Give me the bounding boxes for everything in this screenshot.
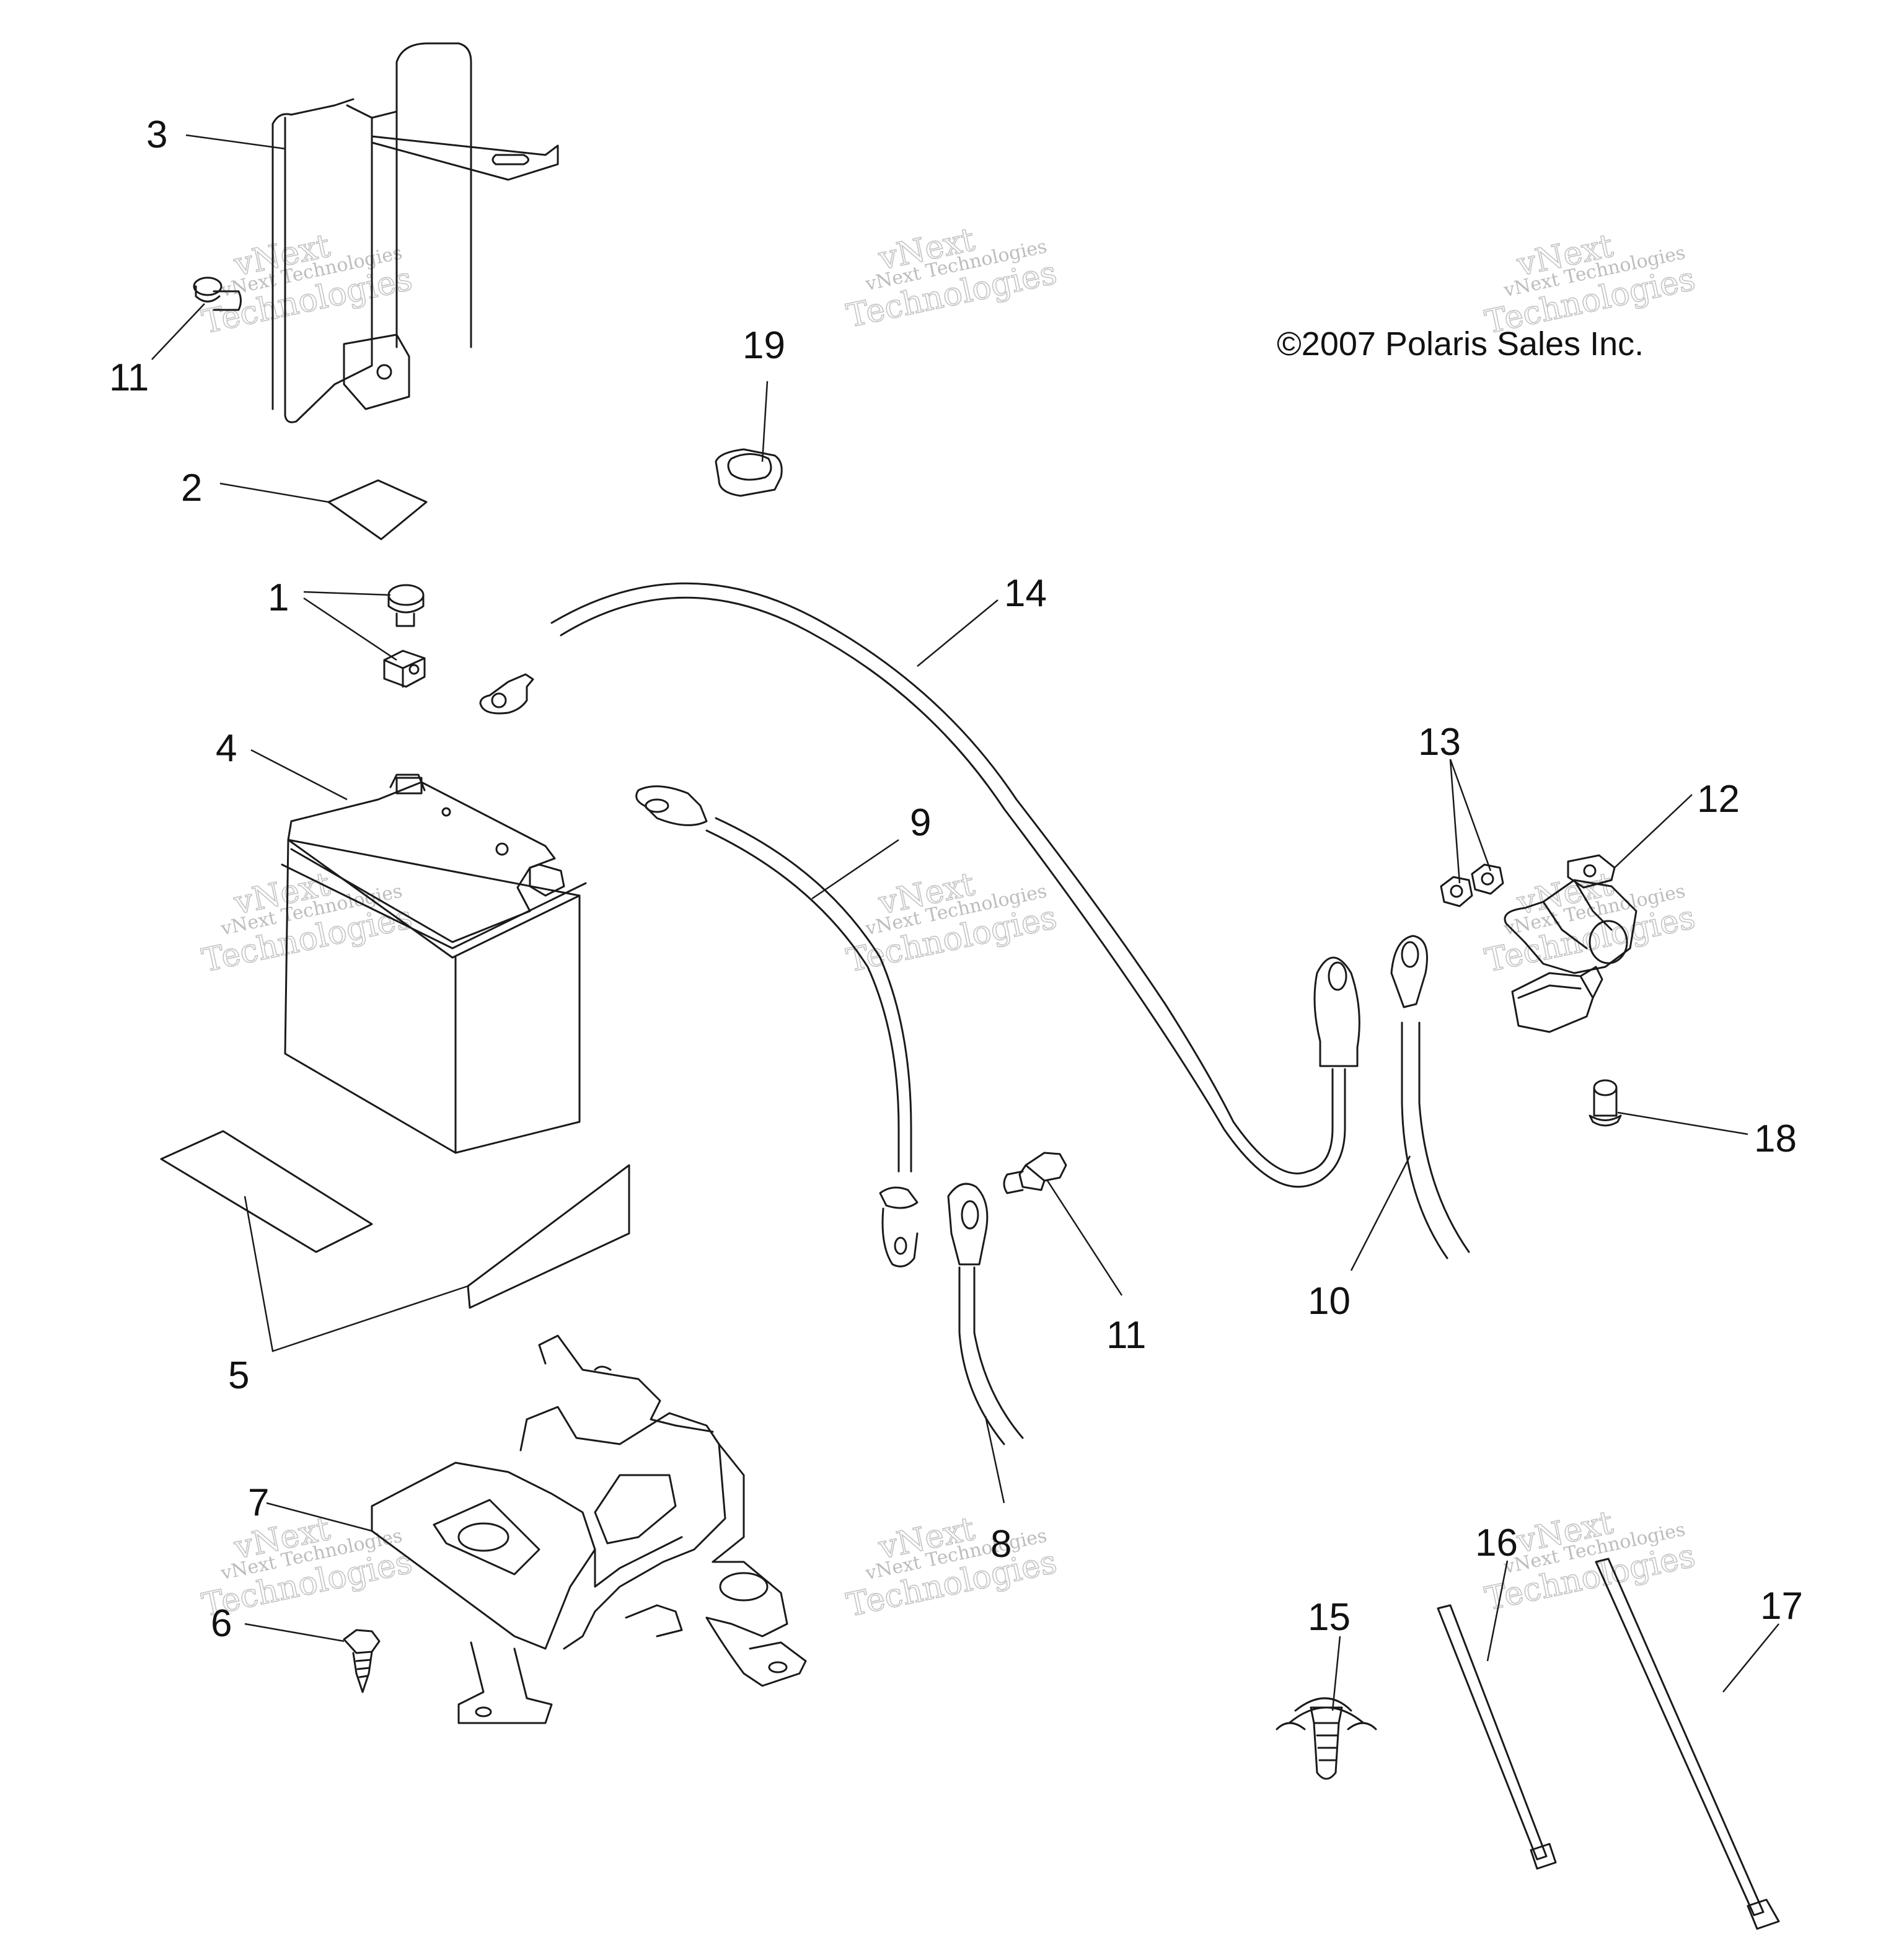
part-cable-9 <box>635 785 919 1267</box>
callout-15: 15 <box>1308 1596 1351 1639</box>
part-labels <box>160 1130 630 1309</box>
callout-11-lower: 11 <box>1106 1314 1146 1357</box>
callout-14: 14 <box>1004 572 1047 615</box>
part-terminal-cap <box>715 448 783 497</box>
callout-7: 7 <box>248 1481 269 1524</box>
callout-9: 9 <box>910 801 931 844</box>
part-cable-tie-long <box>1595 1558 1780 1930</box>
callout-6: 6 <box>211 1602 232 1645</box>
callout-labels: 1 2 3 4 5 6 7 8 9 10 11 11 12 13 14 15 1… <box>109 113 1803 1645</box>
callout-19: 19 <box>743 324 785 367</box>
part-pad <box>327 479 428 540</box>
callout-4: 4 <box>216 727 237 770</box>
part-solenoid <box>1504 854 1637 1033</box>
part-clip <box>1276 1697 1377 1780</box>
copyright-notice: ©2007 Polaris Sales Inc. <box>1277 325 1644 363</box>
watermark-group: vNext vNext Technologies Technologies vN… <box>198 221 1699 1625</box>
leader-lines <box>151 134 1779 1711</box>
callout-13: 13 <box>1418 721 1461 764</box>
callout-3: 3 <box>146 113 167 156</box>
part-bolt-upper <box>193 276 242 311</box>
watermark: vNext vNext Technologies Technologies <box>843 1510 1060 1625</box>
part-cable-tie-short <box>1437 1604 1557 1870</box>
callout-1: 1 <box>268 576 289 619</box>
callout-10: 10 <box>1308 1280 1351 1323</box>
callout-2: 2 <box>181 467 202 509</box>
part-long-cable <box>479 582 1360 1188</box>
callout-8: 8 <box>990 1523 1011 1566</box>
part-screw <box>343 1629 381 1693</box>
part-bolt-middle <box>1003 1152 1067 1194</box>
callout-5: 5 <box>228 1354 249 1397</box>
part-screw-small <box>1589 1079 1622 1127</box>
callout-11-upper: 11 <box>109 356 149 399</box>
part-cable-10 <box>1390 935 1470 1259</box>
part-terminal-bolt-nut <box>383 584 426 688</box>
part-battery-tray <box>371 1334 807 1724</box>
watermark: vNext vNext Technologies Technologies <box>843 865 1060 981</box>
part-cable-8 <box>947 1183 1024 1445</box>
callout-18: 18 <box>1754 1117 1797 1160</box>
part-nuts <box>1440 863 1504 907</box>
callout-16: 16 <box>1475 1522 1518 1564</box>
watermark: vNext vNext Technologies Technologies <box>198 865 416 981</box>
watermark: vNext vNext Technologies Technologies <box>1481 227 1699 342</box>
callout-12: 12 <box>1697 778 1740 821</box>
part-hold-down-bracket <box>271 42 559 423</box>
part-battery <box>281 774 587 1154</box>
callout-17: 17 <box>1760 1585 1803 1628</box>
watermark: vNext vNext Technologies Technologies <box>843 221 1060 336</box>
watermark: vNext vNext Technologies Technologies <box>198 227 416 342</box>
